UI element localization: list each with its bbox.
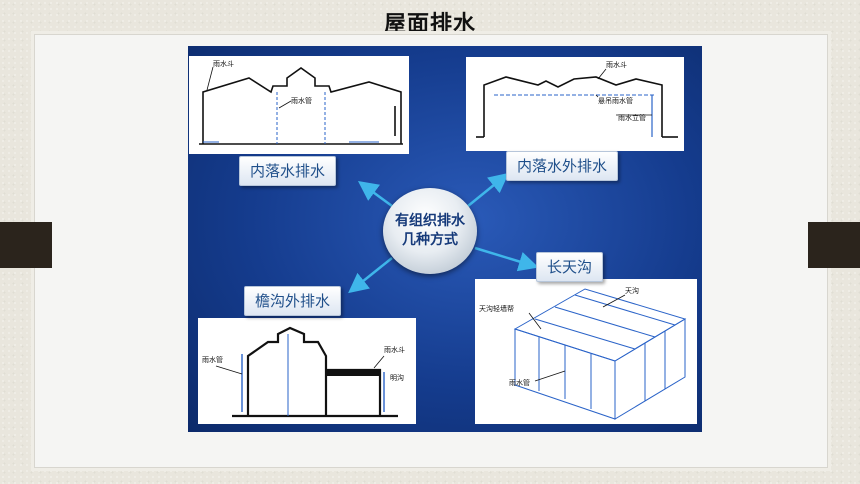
arrow-to-eave-gutter (348, 257, 393, 294)
bl-downpipe-label: 雨水管 (202, 355, 223, 364)
br-gutter-label: 天沟 (625, 286, 639, 295)
tr-rain-hopper-label: 雨水斗 (606, 60, 627, 69)
arrow-to-long-gutter (474, 246, 539, 272)
tr-vertical-pipe-label: 雨水立管 (618, 113, 646, 122)
br-downpipe-label: 雨水管 (509, 378, 530, 387)
bl-rain-hopper-label: 雨水斗 (384, 345, 405, 354)
label-inner-outer-drain: 内落水外排水 (506, 151, 619, 181)
label-inner-drain: 内落水排水 (239, 156, 337, 186)
inner-outer-drain-drawing: 雨水斗 悬吊雨水管 雨水立管 (466, 57, 684, 151)
tl-rain-hopper-label: 雨水斗 (213, 59, 234, 68)
br-gutter-wall-label: 天沟轻墙帮 (479, 304, 514, 313)
label-eave-gutter: 檐沟外排水 (244, 286, 342, 316)
hub-line-1: 有组织排水 (395, 213, 465, 229)
hub-circle: 有组织排水 几种方式 (383, 188, 477, 274)
right-edge-tab (808, 222, 860, 268)
tl-downpipe-label: 雨水管 (291, 96, 312, 105)
hub-line-2: 几种方式 (402, 232, 458, 248)
arrow-to-inner-outer-drain (467, 172, 509, 207)
left-edge-tab (0, 222, 52, 268)
page-title: 屋面排水 (383, 12, 476, 37)
bl-gutter-label: 明沟 (390, 373, 404, 382)
eave-gutter-drawing: 雨水管 雨水斗 明沟 (198, 318, 416, 424)
arrow-to-inner-drain (357, 181, 393, 208)
long-gutter-drawing: 天沟 天沟轻墙帮 雨水管 (475, 279, 697, 424)
label-long-gutter: 长天沟 (536, 252, 604, 282)
tr-hanging-pipe-label: 悬吊雨水管 (598, 96, 633, 105)
inner-drain-drawing: 雨水斗 雨水管 (189, 56, 409, 154)
